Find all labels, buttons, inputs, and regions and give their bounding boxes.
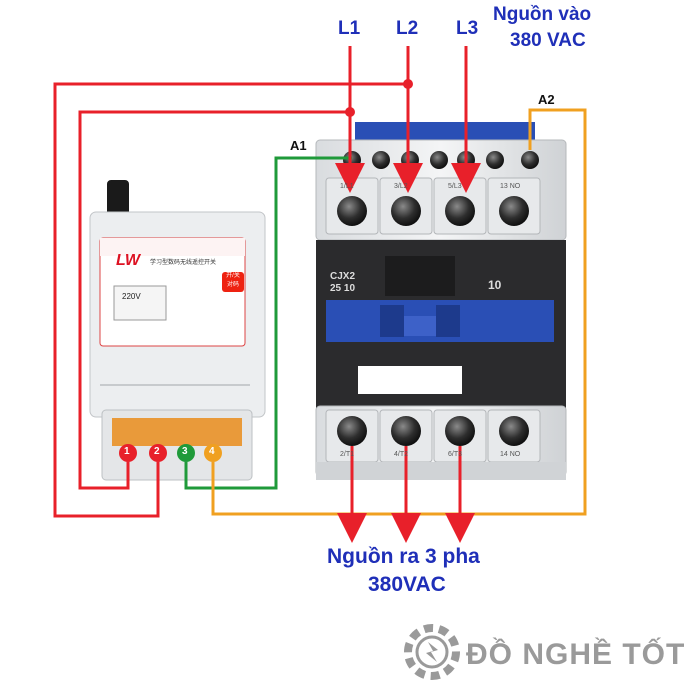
terminal-number-3: 3 (182, 446, 188, 457)
top-terminal-label-3: 5/L3 (448, 183, 462, 190)
terminal-strip (112, 418, 242, 446)
terminal-number-1: 1 (124, 446, 130, 457)
antenna (107, 180, 129, 220)
terminal-3-marker (177, 444, 195, 462)
label-a1: A1 (290, 138, 307, 153)
lightning-icon (426, 642, 438, 662)
terminal-4-marker (204, 444, 222, 462)
contactor-indicator (358, 366, 462, 394)
brand-watermark: ĐỒ NGHỀ TỐT (466, 638, 686, 671)
contactor (315, 122, 567, 480)
remote-switch (89, 180, 266, 481)
remote-voltage: 220V (122, 292, 141, 301)
wire-orange-a2 (211, 108, 587, 516)
terminal-number-4: 4 (209, 446, 215, 457)
top-terminal-screws (337, 196, 529, 226)
terminal-number-markers (119, 444, 222, 462)
wire-red-2 (53, 82, 408, 518)
bottom-terminal-label-3: 6/T3 (448, 451, 463, 458)
wire-red-1 (78, 110, 350, 490)
terminal-number-2: 2 (154, 446, 160, 457)
label-a2: A2 (538, 92, 555, 107)
remote-switch-title: 学习型数码无线遥控开关 (150, 260, 217, 266)
input-power-label-2: 380 VAC (510, 30, 586, 51)
gear-icon (404, 624, 460, 680)
brand-logo: LW (116, 252, 140, 269)
contactor-top-cap (355, 122, 535, 142)
bottom-terminal-label-1: 2/T1 (340, 451, 355, 458)
bottom-terminal-label-2: 4/T2 (394, 451, 409, 458)
pairing-badge-line1: 开/关 (226, 273, 240, 279)
pairing-badge: 开/关 对码 (222, 272, 244, 292)
label-l2: L2 (396, 18, 419, 39)
pairing-badge-line2: 对码 (226, 282, 239, 288)
label-l1: L1 (338, 18, 361, 39)
top-terminal-label-2: 3/L2 (394, 183, 408, 190)
wire-green-a1 (184, 156, 352, 490)
contactor-model-2: 25 10 (330, 283, 356, 294)
output-power-label-2: 380VAC (368, 573, 446, 596)
output-power-label-1: Nguồn ra 3 pha (327, 545, 480, 568)
contactor-contact-code: 10 (488, 278, 502, 292)
top-terminal-label-4: 13 NO (500, 183, 521, 190)
bottom-terminal-screws (337, 416, 529, 446)
input-power-label-1: Nguồn vào (493, 4, 592, 25)
label-l3: L3 (456, 18, 479, 39)
top-terminal-label-1: 1/L1 (340, 183, 354, 190)
bottom-terminal-label-4: 14 NO (500, 451, 521, 458)
terminal-2-marker (149, 444, 167, 462)
terminal-1-marker (119, 444, 137, 462)
contactor-model-1: CJX2 (330, 271, 356, 282)
